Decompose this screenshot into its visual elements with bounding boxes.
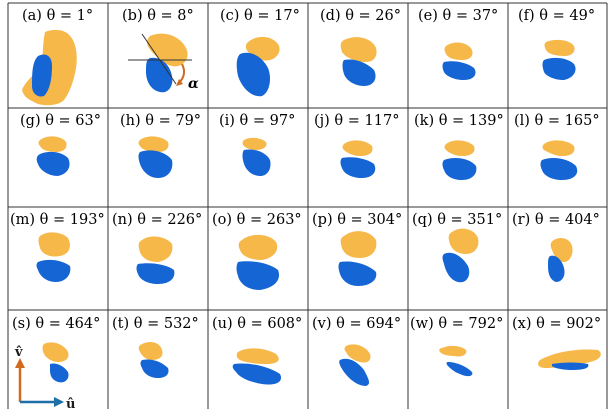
panel-d-shapes [341,37,377,86]
blue-blob [339,359,369,386]
panel-c-shapes [237,37,280,96]
blue-blob [543,58,576,80]
orange-blob [439,346,466,357]
blue-blob [50,363,69,382]
blue-blob [243,149,271,176]
orange-blob [139,136,169,152]
panel-labels: (a) θ = 1° (b) θ = 8° (c) θ = 17° (d) θ … [10,8,601,332]
panel-label: (x) θ = 902° [512,316,601,332]
u-axis-label: û [66,397,75,409]
v-axis-label: v̂ [14,345,23,360]
panel-label: (n) θ = 226° [112,212,202,228]
orange-blob [239,235,278,260]
panel-v-shapes [339,344,370,386]
orange-blob [543,140,575,156]
blue-blob [339,261,377,286]
orange-blob [341,37,377,62]
orange-blob [545,40,575,56]
orange-blob [445,43,473,60]
panel-k-shapes [443,140,477,180]
panel-label: (q) θ = 351° [412,212,502,228]
blue-blob [443,158,477,180]
panel-x-shapes [538,349,601,370]
panel-label: (g) θ = 63° [20,113,101,129]
panel-label: (f) θ = 49° [518,8,595,24]
grid-lines [8,3,607,409]
panel-l-shapes [541,140,578,180]
panel-label: (u) θ = 608° [212,316,302,332]
blue-blob [541,158,578,180]
panel-label: (b) θ = 8° [122,8,194,24]
blue-blob [341,157,376,178]
panel-label: (m) θ = 193° [10,212,105,228]
blue-blob [137,263,175,284]
panel-label: (w) θ = 792° [410,316,503,332]
alpha-label: α [188,76,199,92]
panel-label: (o) θ = 263° [212,212,302,228]
orange-blob [449,229,479,254]
panel-a-shapes [22,30,77,105]
blue-blob [237,261,280,290]
blue-blob [443,253,470,283]
panel-label: (e) θ = 37° [418,8,498,24]
blue-blob [37,152,70,176]
panel-j-shapes [341,140,376,178]
panel-label: (a) θ = 1° [22,8,93,24]
panel-label: (c) θ = 17° [220,8,300,24]
orange-blob [343,140,373,156]
panel-g-shapes [37,136,70,176]
blue-blob [552,363,588,371]
orange-blob [43,342,69,362]
panel-label: (i) θ = 97° [219,113,295,129]
blue-blob [343,59,376,86]
panel-f-shapes [543,40,576,80]
orange-blob [341,231,377,258]
panel-r-shapes [548,238,573,282]
blue-blob [443,61,476,80]
panel-label: (d) θ = 26° [320,8,401,24]
panel-t-shapes [139,342,169,378]
orange-blob [243,138,267,150]
panel-m-shapes [37,232,71,282]
blue-blob [233,363,281,384]
orange-blob [139,237,173,262]
panel-label: (k) θ = 139° [414,113,504,129]
panel-s-shapes [43,342,69,382]
panel-n-shapes [137,237,175,284]
panel-q-shapes [443,229,479,283]
panel-b-shapes: α [128,34,199,93]
panel-label: (p) θ = 304° [312,212,402,228]
panel-label: (r) θ = 404° [512,212,600,228]
panel-label: (v) θ = 694° [312,316,401,332]
panel-w-shapes [439,346,472,376]
panel-i-shapes [243,138,271,176]
panel-label: (s) θ = 464° [12,316,100,332]
panel-label: (j) θ = 117° [314,113,399,129]
panel-e-shapes [443,43,476,80]
orange-blob [139,342,163,360]
orange-blob [39,136,67,152]
panel-label: (t) θ = 532° [112,316,199,332]
orange-blob [237,348,279,364]
panel-h-shapes [139,136,173,178]
orange-blob [445,140,475,156]
blue-blob [139,150,173,178]
panel-label: (l) θ = 165° [514,113,600,129]
panel-o-shapes [237,235,280,290]
blue-blob [37,260,71,282]
orange-blob [39,232,70,256]
blue-blob [447,362,473,376]
panel-u-shapes [233,348,281,384]
blue-blob [141,359,169,378]
panel-label: (h) θ = 79° [120,113,201,129]
u-axis-arrowhead [54,397,64,407]
panel-p-shapes [339,231,377,286]
